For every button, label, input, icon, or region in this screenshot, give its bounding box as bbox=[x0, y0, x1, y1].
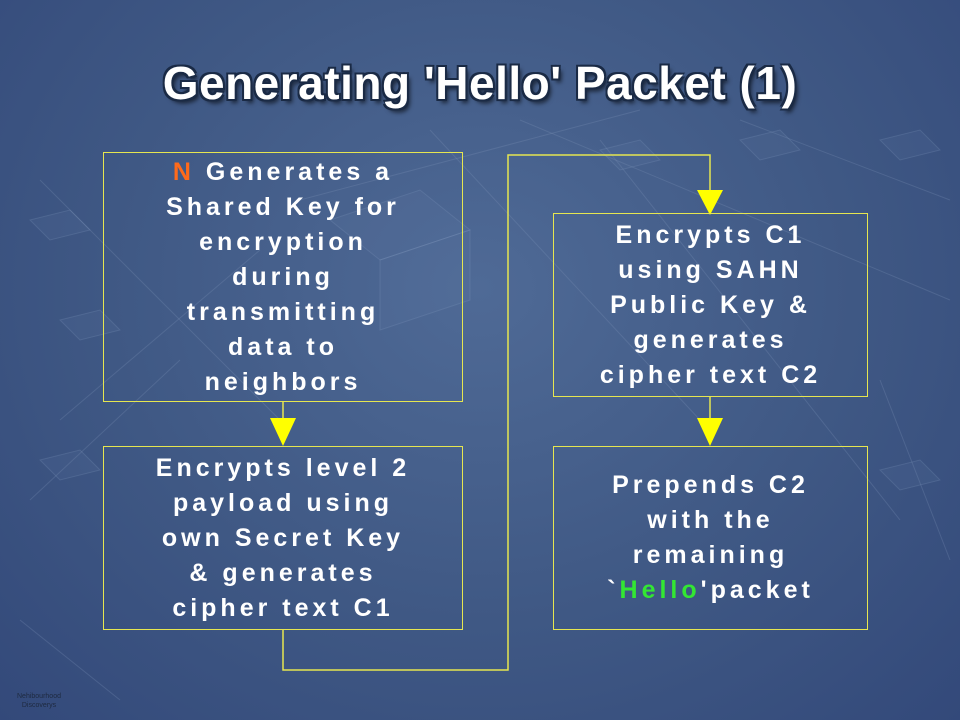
step-box-encrypt-c1: Encrypts C1 using SAHN Public Key & gene… bbox=[553, 213, 868, 397]
arrow-down-icon bbox=[697, 190, 723, 215]
hello-highlight: Hello bbox=[619, 576, 701, 604]
step-text-prepend-c2: Prepends C2 with the remaining `Hello'pa… bbox=[607, 471, 814, 604]
slide-footer: Nehibourhood Discoverys bbox=[8, 692, 70, 710]
slide-title: Generating 'Hello' Packet (1) bbox=[162, 57, 798, 109]
arrow-down-icon bbox=[697, 418, 723, 446]
step-text-generate-key: N Generates a Shared Key for encryption … bbox=[166, 157, 400, 396]
footer-line-1: Nehibourhood bbox=[17, 693, 61, 700]
step-box-encrypt-payload: Encrypts level 2 payload using own Secre… bbox=[103, 446, 463, 630]
step-text-encrypt-payload: Encrypts level 2 payload using own Secre… bbox=[155, 453, 411, 622]
footer-line-2: Discoverys bbox=[21, 702, 57, 709]
node-n-highlight: N bbox=[172, 157, 195, 186]
step-text-encrypt-c1: Encrypts C1 using SAHN Public Key & gene… bbox=[599, 220, 822, 389]
connector-b2-b3 bbox=[282, 154, 711, 671]
step-box-prepend-c2: Prepends C2 with the remaining `Hello'pa… bbox=[553, 446, 868, 630]
step-box-generate-key: N Generates a Shared Key for encryption … bbox=[103, 152, 463, 402]
arrow-down-icon bbox=[270, 418, 296, 446]
